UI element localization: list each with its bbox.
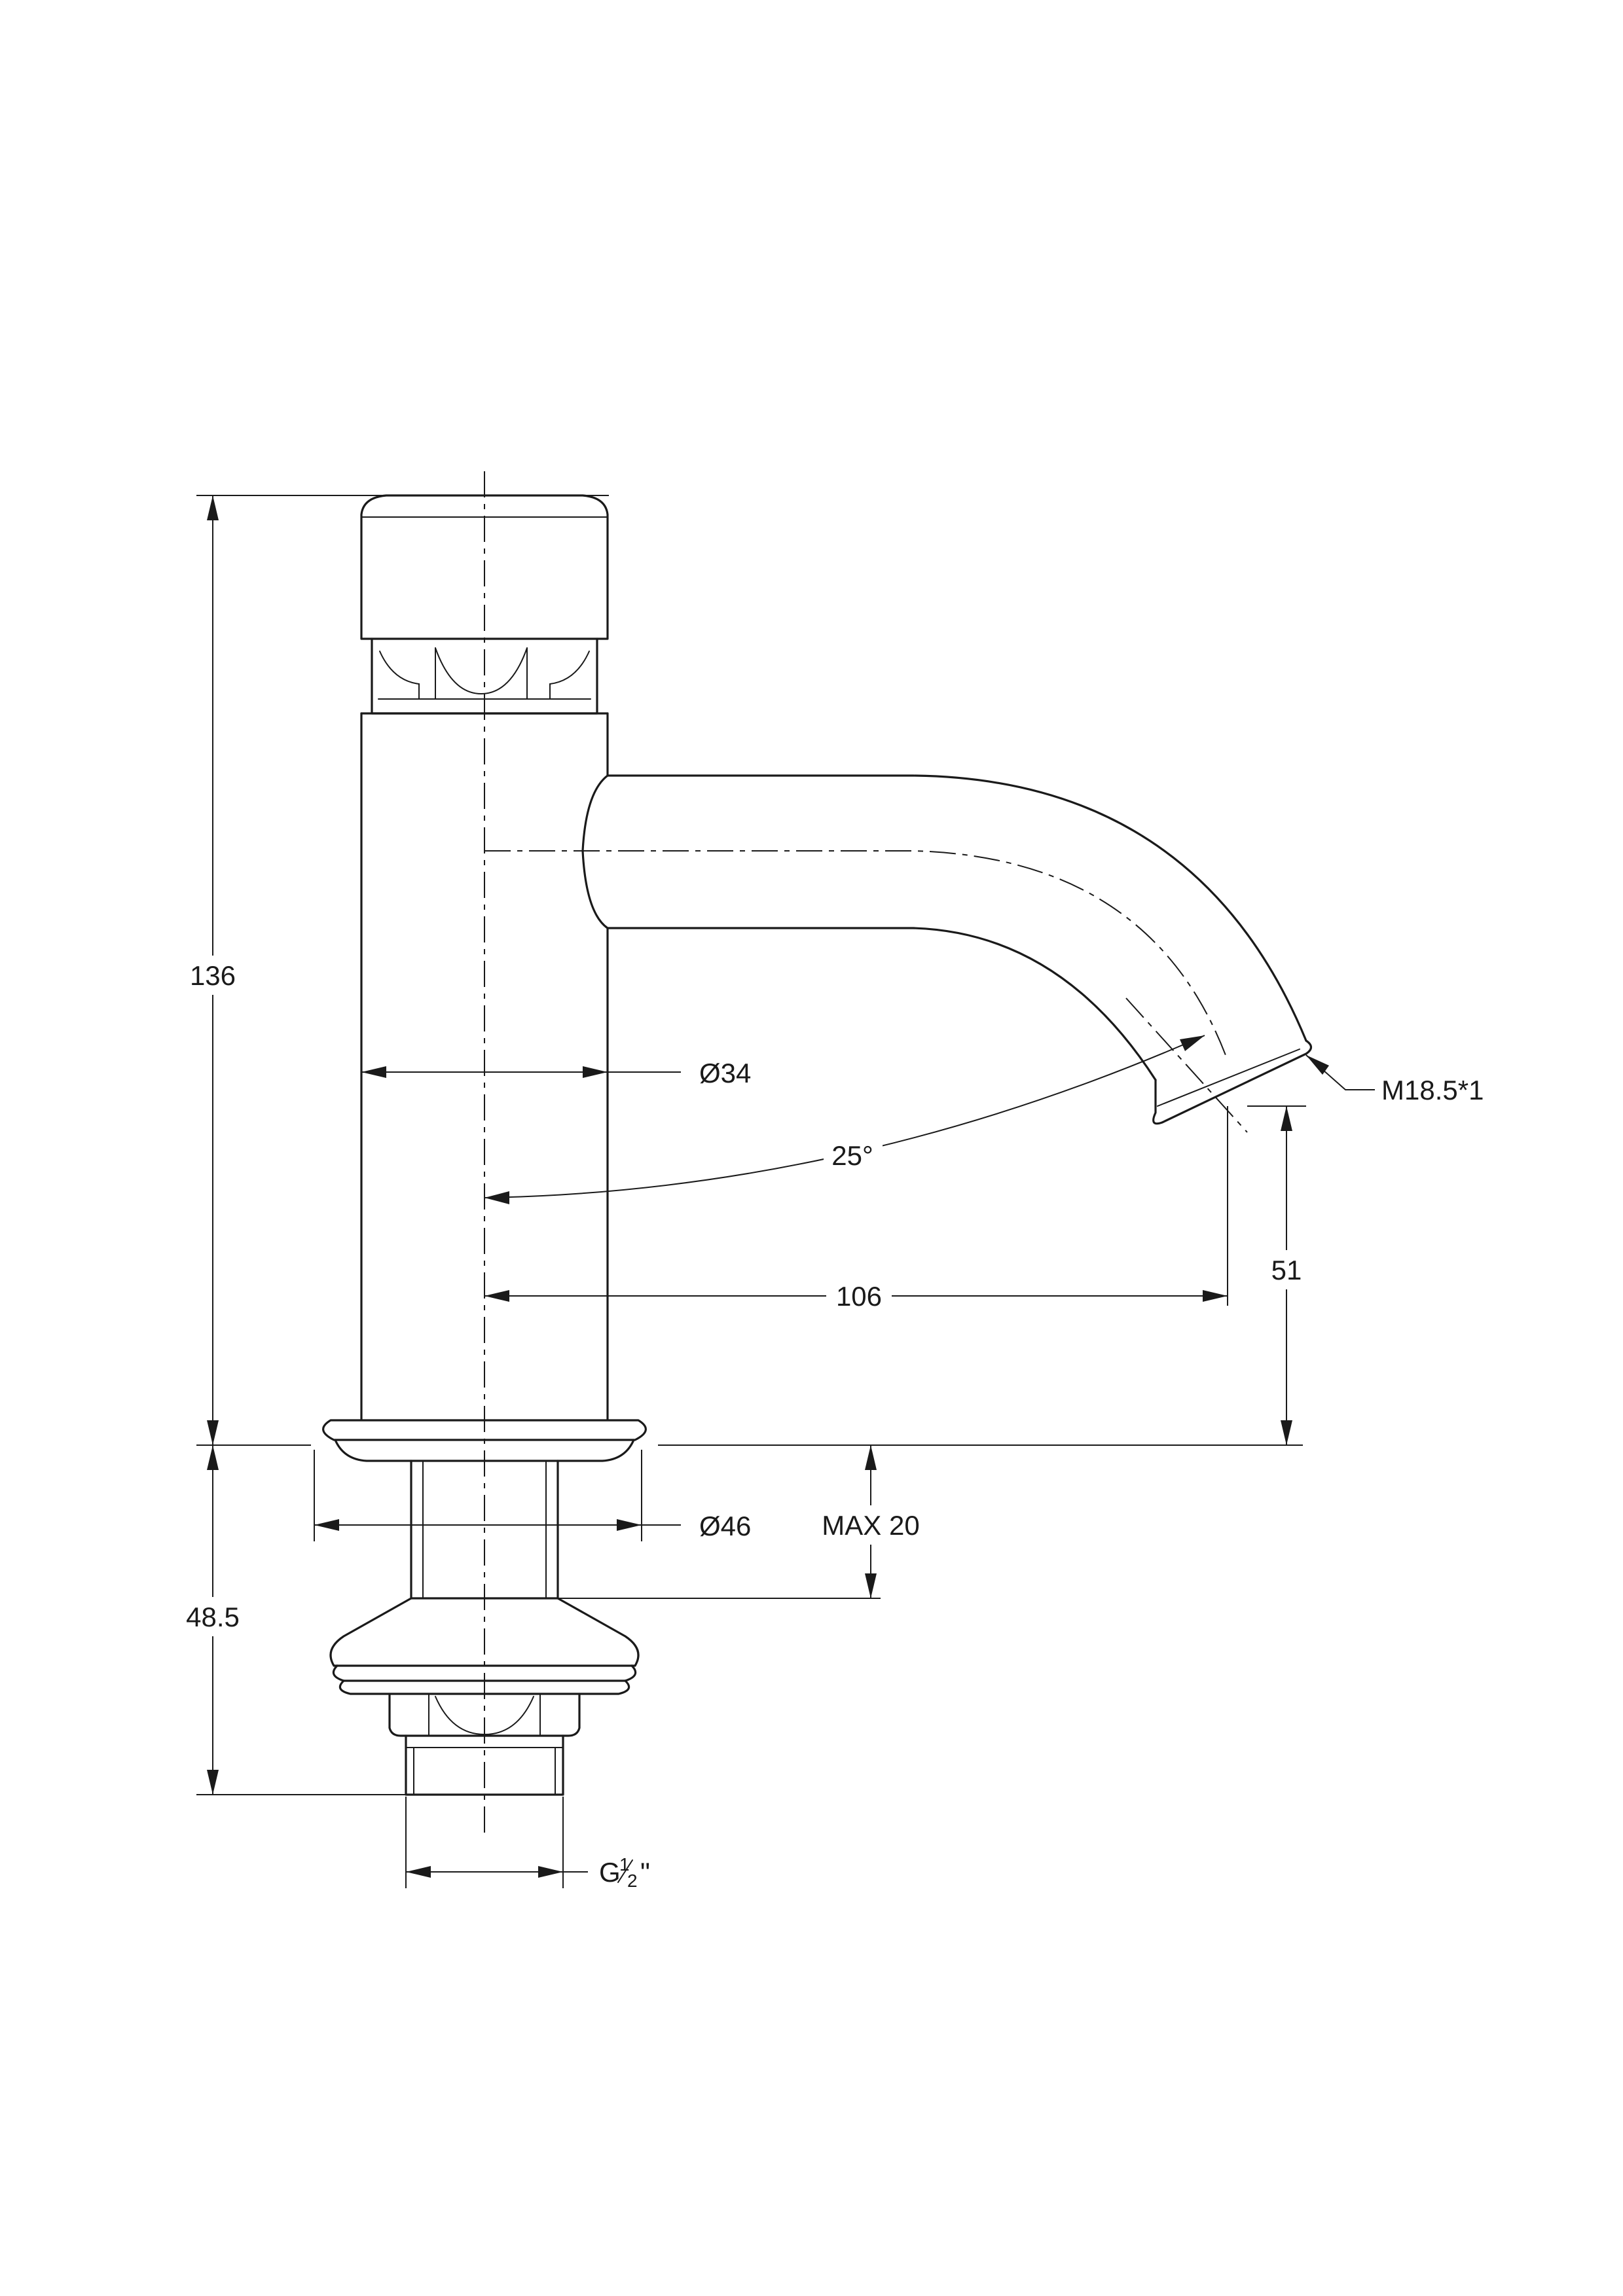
label-shank-length: 48.5	[186, 1602, 240, 1632]
spout	[581, 774, 1307, 1081]
faucet-outline	[322, 494, 1313, 1796]
svg-text:G: G	[599, 1857, 621, 1888]
label-base-diameter: Ø46	[699, 1511, 751, 1541]
label-spout-height: 51	[1271, 1255, 1302, 1285]
label-spout-reach: 106	[836, 1281, 882, 1312]
base-flange	[322, 1419, 647, 1441]
spout-outlet	[1152, 1039, 1313, 1125]
label-body-diameter: Ø34	[699, 1058, 751, 1088]
svg-text:2: 2	[627, 1871, 638, 1891]
label-max-deck-thickness: MAX 20	[822, 1510, 919, 1541]
svg-text:": "	[640, 1857, 650, 1888]
mounting-nut	[329, 1597, 640, 1667]
threaded-shank	[410, 1460, 559, 1600]
label-outlet-thread: M18.5*1	[1381, 1075, 1484, 1105]
label-spout-angle: 25°	[831, 1140, 873, 1171]
faucet-body	[360, 712, 609, 1420]
dimension-lines	[196, 495, 1375, 1888]
dimension-labels: 136 Ø34 25° 106 51 M18.5*1 Ø46 MAX 20 48…	[180, 956, 1484, 1891]
label-total-height: 136	[190, 960, 236, 991]
label-connection-thread: G 1 2 "	[599, 1854, 650, 1891]
